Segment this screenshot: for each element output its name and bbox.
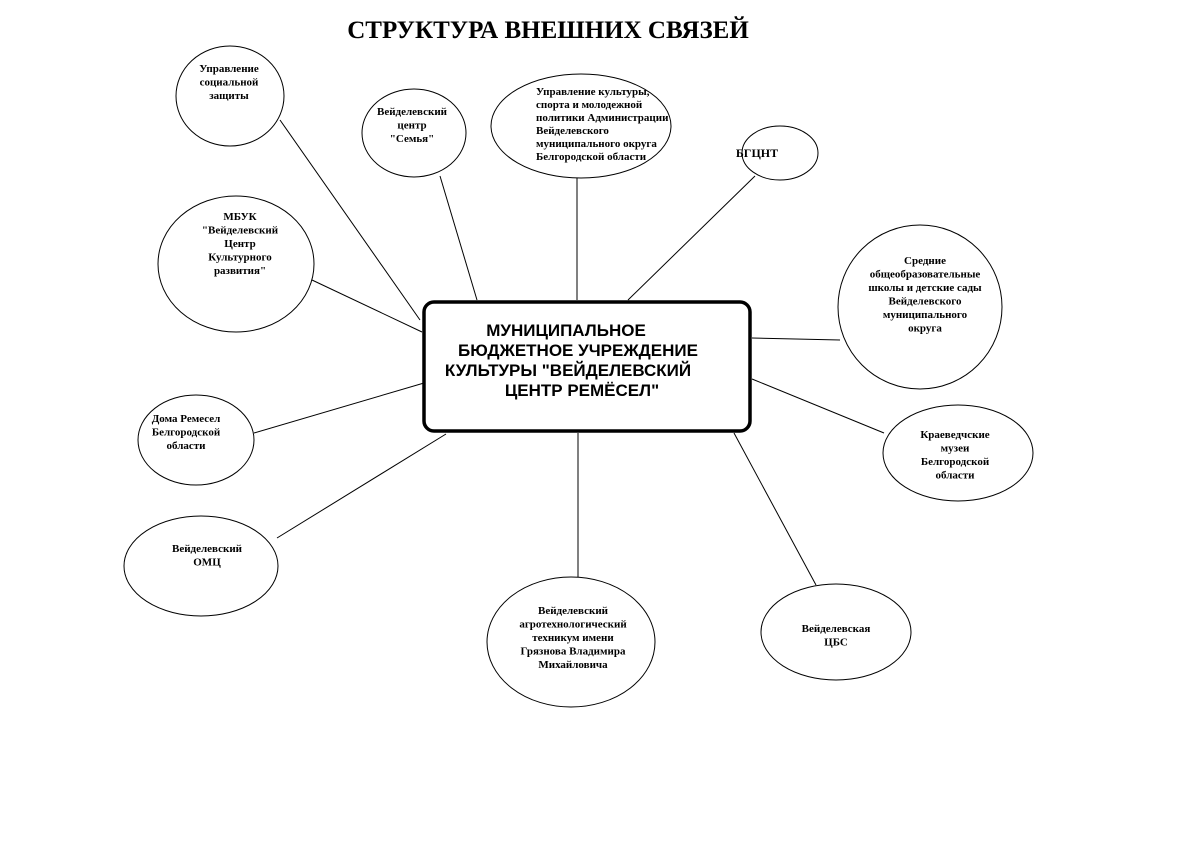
- connector-schools: [751, 337, 841, 341]
- connector-family-center: [439, 175, 478, 301]
- node-label-line: области: [166, 440, 206, 452]
- diagram-title: СТРУКТУРА ВНЕШНИХ СВЯЗЕЙ: [347, 16, 749, 44]
- node-label-line: социальной: [200, 77, 259, 89]
- connector-social-protection: [279, 119, 421, 321]
- node-label-line: муниципального округа: [536, 138, 657, 150]
- node-label-line: Вейделевского: [889, 296, 962, 308]
- node-label-line: ЦБС: [824, 637, 848, 649]
- node-label-line: муниципального: [883, 309, 968, 321]
- connector-mbuk: [311, 279, 423, 333]
- node-label-line: общеобразовательные: [870, 269, 981, 281]
- node-label-line: Михайловича: [538, 659, 608, 671]
- node-mbuk: МБУК "ВейделевскийЦентрКультурногоразвити…: [157, 195, 315, 333]
- connector-cbs: [733, 432, 817, 586]
- node-label-line: Культурного: [208, 252, 272, 264]
- center-label-line: КУЛЬТУРЫ "ВЕЙДЕЛЕВСКИЙ: [445, 361, 691, 380]
- node-label-line: "Семья": [390, 133, 434, 145]
- node-ellipse-bgcnt: [741, 125, 819, 181]
- node-label-line: Вейделевского: [536, 125, 609, 137]
- node-label-line: Центр: [224, 238, 255, 250]
- node-ellipse-mbuk: [157, 195, 315, 333]
- node-ellipse-museums: [882, 404, 1034, 502]
- center-box: [422, 300, 752, 433]
- node-label-line: техникум имени: [532, 632, 614, 644]
- center-label-line: БЮДЖЕТНОЕ УЧРЕЖДЕНИЕ: [458, 341, 698, 360]
- node-ellipse-culture-department: [490, 73, 672, 179]
- node-label-line: МБУК: [223, 211, 256, 223]
- node-ellipse-crafts-houses: [137, 394, 255, 486]
- node-label-line: спорта и молодежной: [536, 99, 643, 111]
- node-label-line: БГЦНТ: [736, 146, 778, 160]
- node-label-line: Управление: [199, 63, 259, 75]
- node-label-line: "Вейделевский: [202, 225, 279, 237]
- node-label-line: Вейделевская: [802, 623, 871, 635]
- node-label-line: Дома Ремесел: [152, 413, 221, 425]
- node-ellipse-cbs: [760, 583, 912, 681]
- node-label-line: ОМЦ: [193, 557, 221, 569]
- node-label-line: Вейделевский: [538, 605, 609, 617]
- node-label-line: Вейделевский: [172, 543, 243, 555]
- node-label-line: Грязнова Владимира: [521, 646, 626, 658]
- center-label-line: МУНИЦИПАЛЬНОЕ: [486, 321, 646, 340]
- node-label-line: Вейделевский: [377, 106, 448, 118]
- node-family-center: Вейделевский центр"Семья": [361, 88, 467, 178]
- connector-museums: [751, 378, 885, 434]
- node-label-line: защиты: [209, 90, 249, 102]
- node-label-line: Краеведчские: [920, 429, 989, 441]
- node-label-line: Управление культуры,: [536, 86, 650, 98]
- node-bgcnt: БГЦНТ: [736, 125, 819, 181]
- node-ellipse-college: [486, 576, 656, 708]
- connector-bgcnt: [627, 175, 756, 301]
- node-label-line: Белгородской области: [536, 151, 647, 163]
- node-label-line: политики Администрации: [536, 112, 669, 124]
- node-ellipse-omc: [123, 515, 279, 617]
- node-ellipse-schools: [837, 224, 1003, 390]
- node-culture-department: Управление культуры,спорта и молодежнойп…: [490, 73, 672, 179]
- node-label-line: округа: [908, 323, 942, 335]
- node-label-line: Белгородской: [152, 427, 221, 439]
- connector-omc: [276, 433, 447, 539]
- connectors: [253, 119, 885, 586]
- node-ellipse-family-center: [361, 88, 467, 178]
- node-college: Вейделевский агротехнологическийтехникум …: [486, 576, 656, 708]
- node-label-line: области: [935, 470, 975, 482]
- node-label-line: центр: [397, 120, 426, 132]
- node-label-line: школы и детские сады: [868, 282, 982, 294]
- node-ellipse-social-protection: [175, 45, 285, 147]
- node-label-line: Средние: [904, 255, 946, 267]
- node-label-line: Белгородской: [921, 456, 990, 468]
- center-label-line: ЦЕНТР РЕМЁСЕЛ": [505, 381, 659, 400]
- node-label-line: музеи: [941, 443, 970, 455]
- node-label-line: развития": [214, 265, 266, 277]
- connector-crafts-houses: [253, 382, 425, 434]
- node-label-line: агротехнологический: [519, 619, 627, 631]
